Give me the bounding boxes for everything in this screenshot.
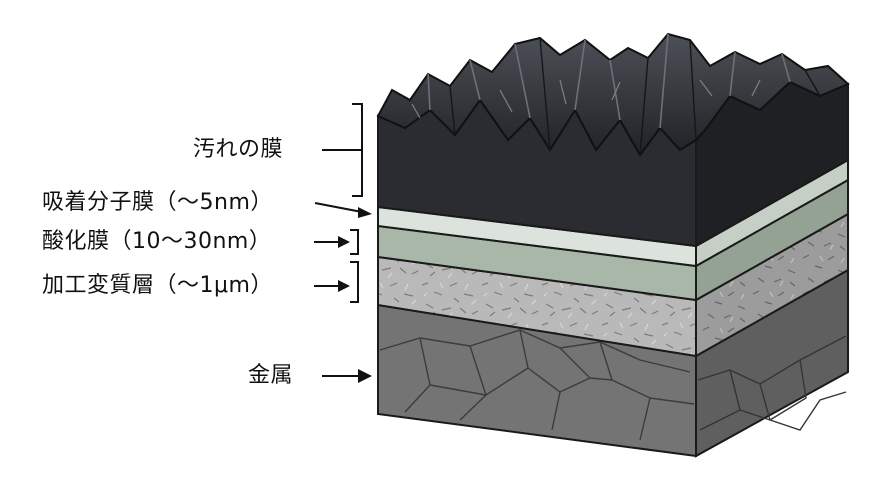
adsorbed-film-label: 吸着分子膜（～5nm） — [42, 192, 273, 214]
dirt-film-bracket — [322, 104, 362, 196]
adsorbed-film-arrow — [315, 203, 362, 212]
oxide-film-bracket — [350, 230, 358, 254]
oxide-film-label: 酸化膜（10～30nm） — [42, 231, 271, 253]
affected-layer-bracket — [350, 262, 358, 302]
metal-label: 金属 — [248, 365, 293, 387]
dirt-film-label: 汚れの膜 — [193, 139, 283, 161]
work-affected-layer-label: 加工変質層（～1μm） — [42, 275, 273, 297]
